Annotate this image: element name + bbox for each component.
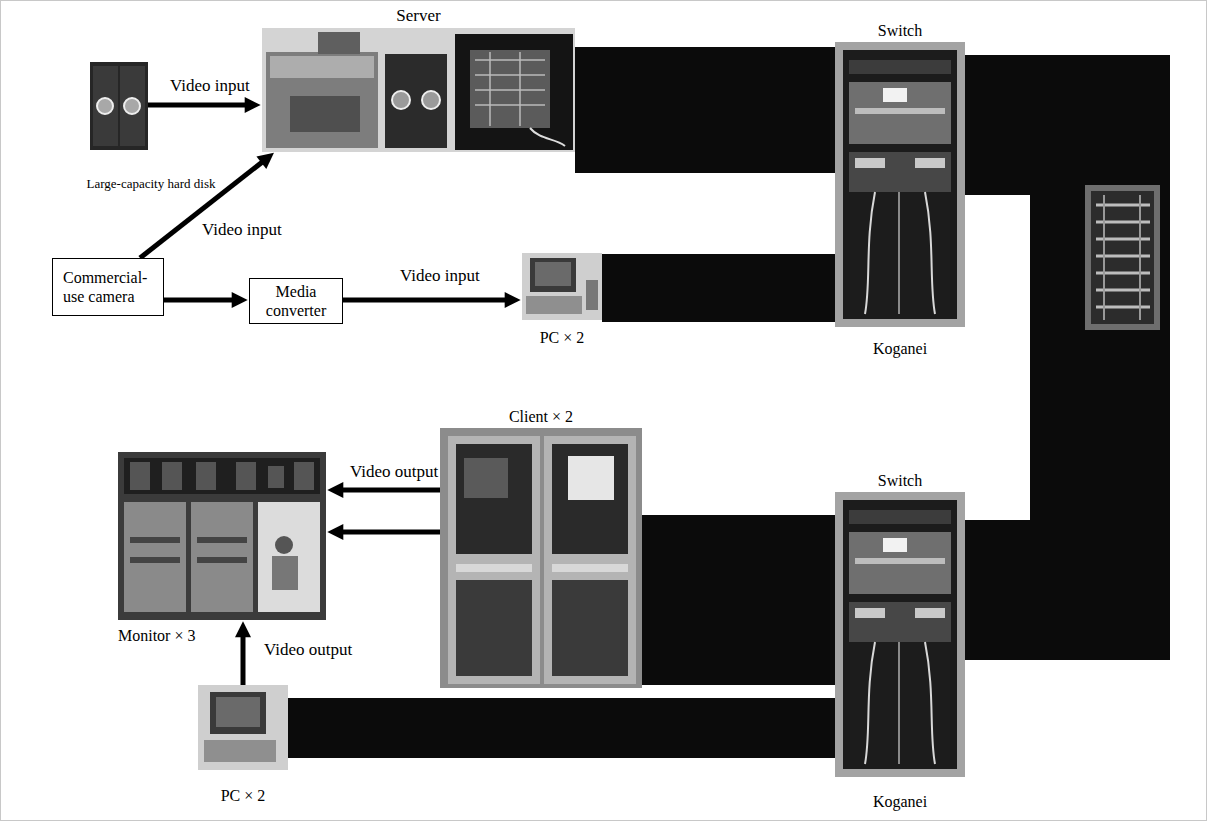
speaker-shelf: [124, 458, 320, 494]
server-rack: [455, 34, 573, 150]
client-unit: [552, 580, 628, 676]
hard-disk-node: Large-capacity hard disk: [90, 62, 148, 150]
speaker: [236, 462, 256, 490]
speaker: [162, 462, 182, 490]
equipment-label: Koganei: [873, 339, 927, 358]
edge-label: Video output: [348, 462, 440, 482]
equipment-label: PC × 2: [221, 786, 266, 805]
disk-knob: [392, 91, 410, 109]
equipment-label: Large-capacity hard disk: [87, 176, 216, 192]
camera-box: Commercial-use camera: [52, 258, 164, 316]
converter-box: Media converter: [249, 278, 343, 324]
circuit-traces: [475, 52, 545, 126]
network-link: [288, 698, 835, 758]
equipment-label: Switch: [878, 471, 922, 490]
equipment-label: Client × 2: [509, 407, 573, 426]
cable: [530, 128, 565, 146]
speaker: [196, 462, 216, 490]
client-unit: [456, 580, 532, 676]
network-link: [642, 515, 835, 685]
rack-cables: [1104, 195, 1140, 320]
signal-arrow: [343, 298, 510, 303]
client-photo: [440, 428, 642, 688]
pc-node: PC × 2: [522, 253, 602, 320]
monitor-photo: [118, 452, 326, 620]
equipment-label: Switch: [878, 21, 922, 40]
client-rack: [448, 436, 540, 684]
laptop-display: [535, 262, 571, 286]
server-node: Server: [262, 28, 575, 152]
switch-rack-photo: [835, 42, 965, 327]
equipment-label: Server: [396, 6, 440, 26]
signal-arrow: [148, 103, 250, 108]
pc-node: PC × 2: [198, 685, 288, 770]
disk-pair: [385, 54, 447, 148]
client-panel: [456, 444, 532, 554]
network-rack-interior: [1091, 191, 1154, 324]
equipment-label: Koganei: [873, 792, 927, 811]
client-panel: [552, 444, 628, 554]
disk-unit: [93, 66, 118, 146]
edge-label: Video input: [398, 266, 482, 286]
speaker: [294, 462, 314, 490]
signal-arrow: [140, 159, 266, 258]
client-shelf: [552, 564, 628, 572]
network-rack-photo: [1085, 185, 1160, 330]
screen-person: [272, 556, 298, 590]
laptop-display: [216, 697, 260, 727]
monitor-screen: [258, 502, 320, 612]
speaker: [130, 462, 150, 490]
switch-rack-photo: [835, 492, 965, 777]
laptop-keyboard: [526, 296, 582, 314]
server-photo: [262, 28, 575, 152]
disk-knob: [97, 98, 113, 114]
signal-arrow: [338, 530, 440, 535]
client-rack: [544, 436, 636, 684]
switch-node: SwitchKoganei: [835, 492, 965, 778]
disk-knob: [124, 98, 140, 114]
network-link: [965, 125, 1100, 590]
server-unit: [318, 32, 360, 54]
pc-photo: [198, 685, 288, 770]
screen-image: [130, 540, 247, 560]
server-panel: [270, 56, 374, 78]
edge-label: Video input: [200, 220, 284, 240]
server-unit: [266, 52, 378, 148]
client-node: Client × 2: [440, 428, 642, 688]
box-label: Commercial-use camera: [63, 268, 153, 306]
laptop-screen: [530, 258, 576, 292]
client-screen: [568, 456, 614, 500]
signal-arrow: [338, 488, 440, 493]
client-screen: [464, 458, 508, 498]
hard-disk-photo: [90, 62, 148, 150]
pc-photo: [522, 253, 602, 320]
box-label: Media converter: [257, 282, 335, 320]
equipment-label: PC × 2: [540, 328, 585, 347]
edge-label: Video output: [262, 640, 354, 660]
laptop-keyboard: [204, 740, 276, 762]
speaker: [268, 466, 284, 488]
equipment-label: Monitor × 3: [118, 626, 195, 645]
pc-device: [586, 280, 598, 310]
edge-label: Video input: [168, 76, 252, 96]
laptop-screen: [210, 692, 266, 734]
circuit-board: [470, 50, 550, 128]
server-drawer: [290, 96, 360, 132]
network-link: [602, 254, 835, 322]
network-link: [575, 47, 835, 173]
disk-unit: [120, 66, 145, 146]
screen-person: [275, 536, 293, 554]
signal-arrow: [241, 632, 246, 685]
switch-node: SwitchKoganei: [835, 42, 965, 325]
client-shelf: [456, 564, 532, 572]
monitor-node: Monitor × 3: [118, 452, 326, 620]
signal-arrow: [164, 298, 237, 303]
disk-knob: [422, 91, 440, 109]
